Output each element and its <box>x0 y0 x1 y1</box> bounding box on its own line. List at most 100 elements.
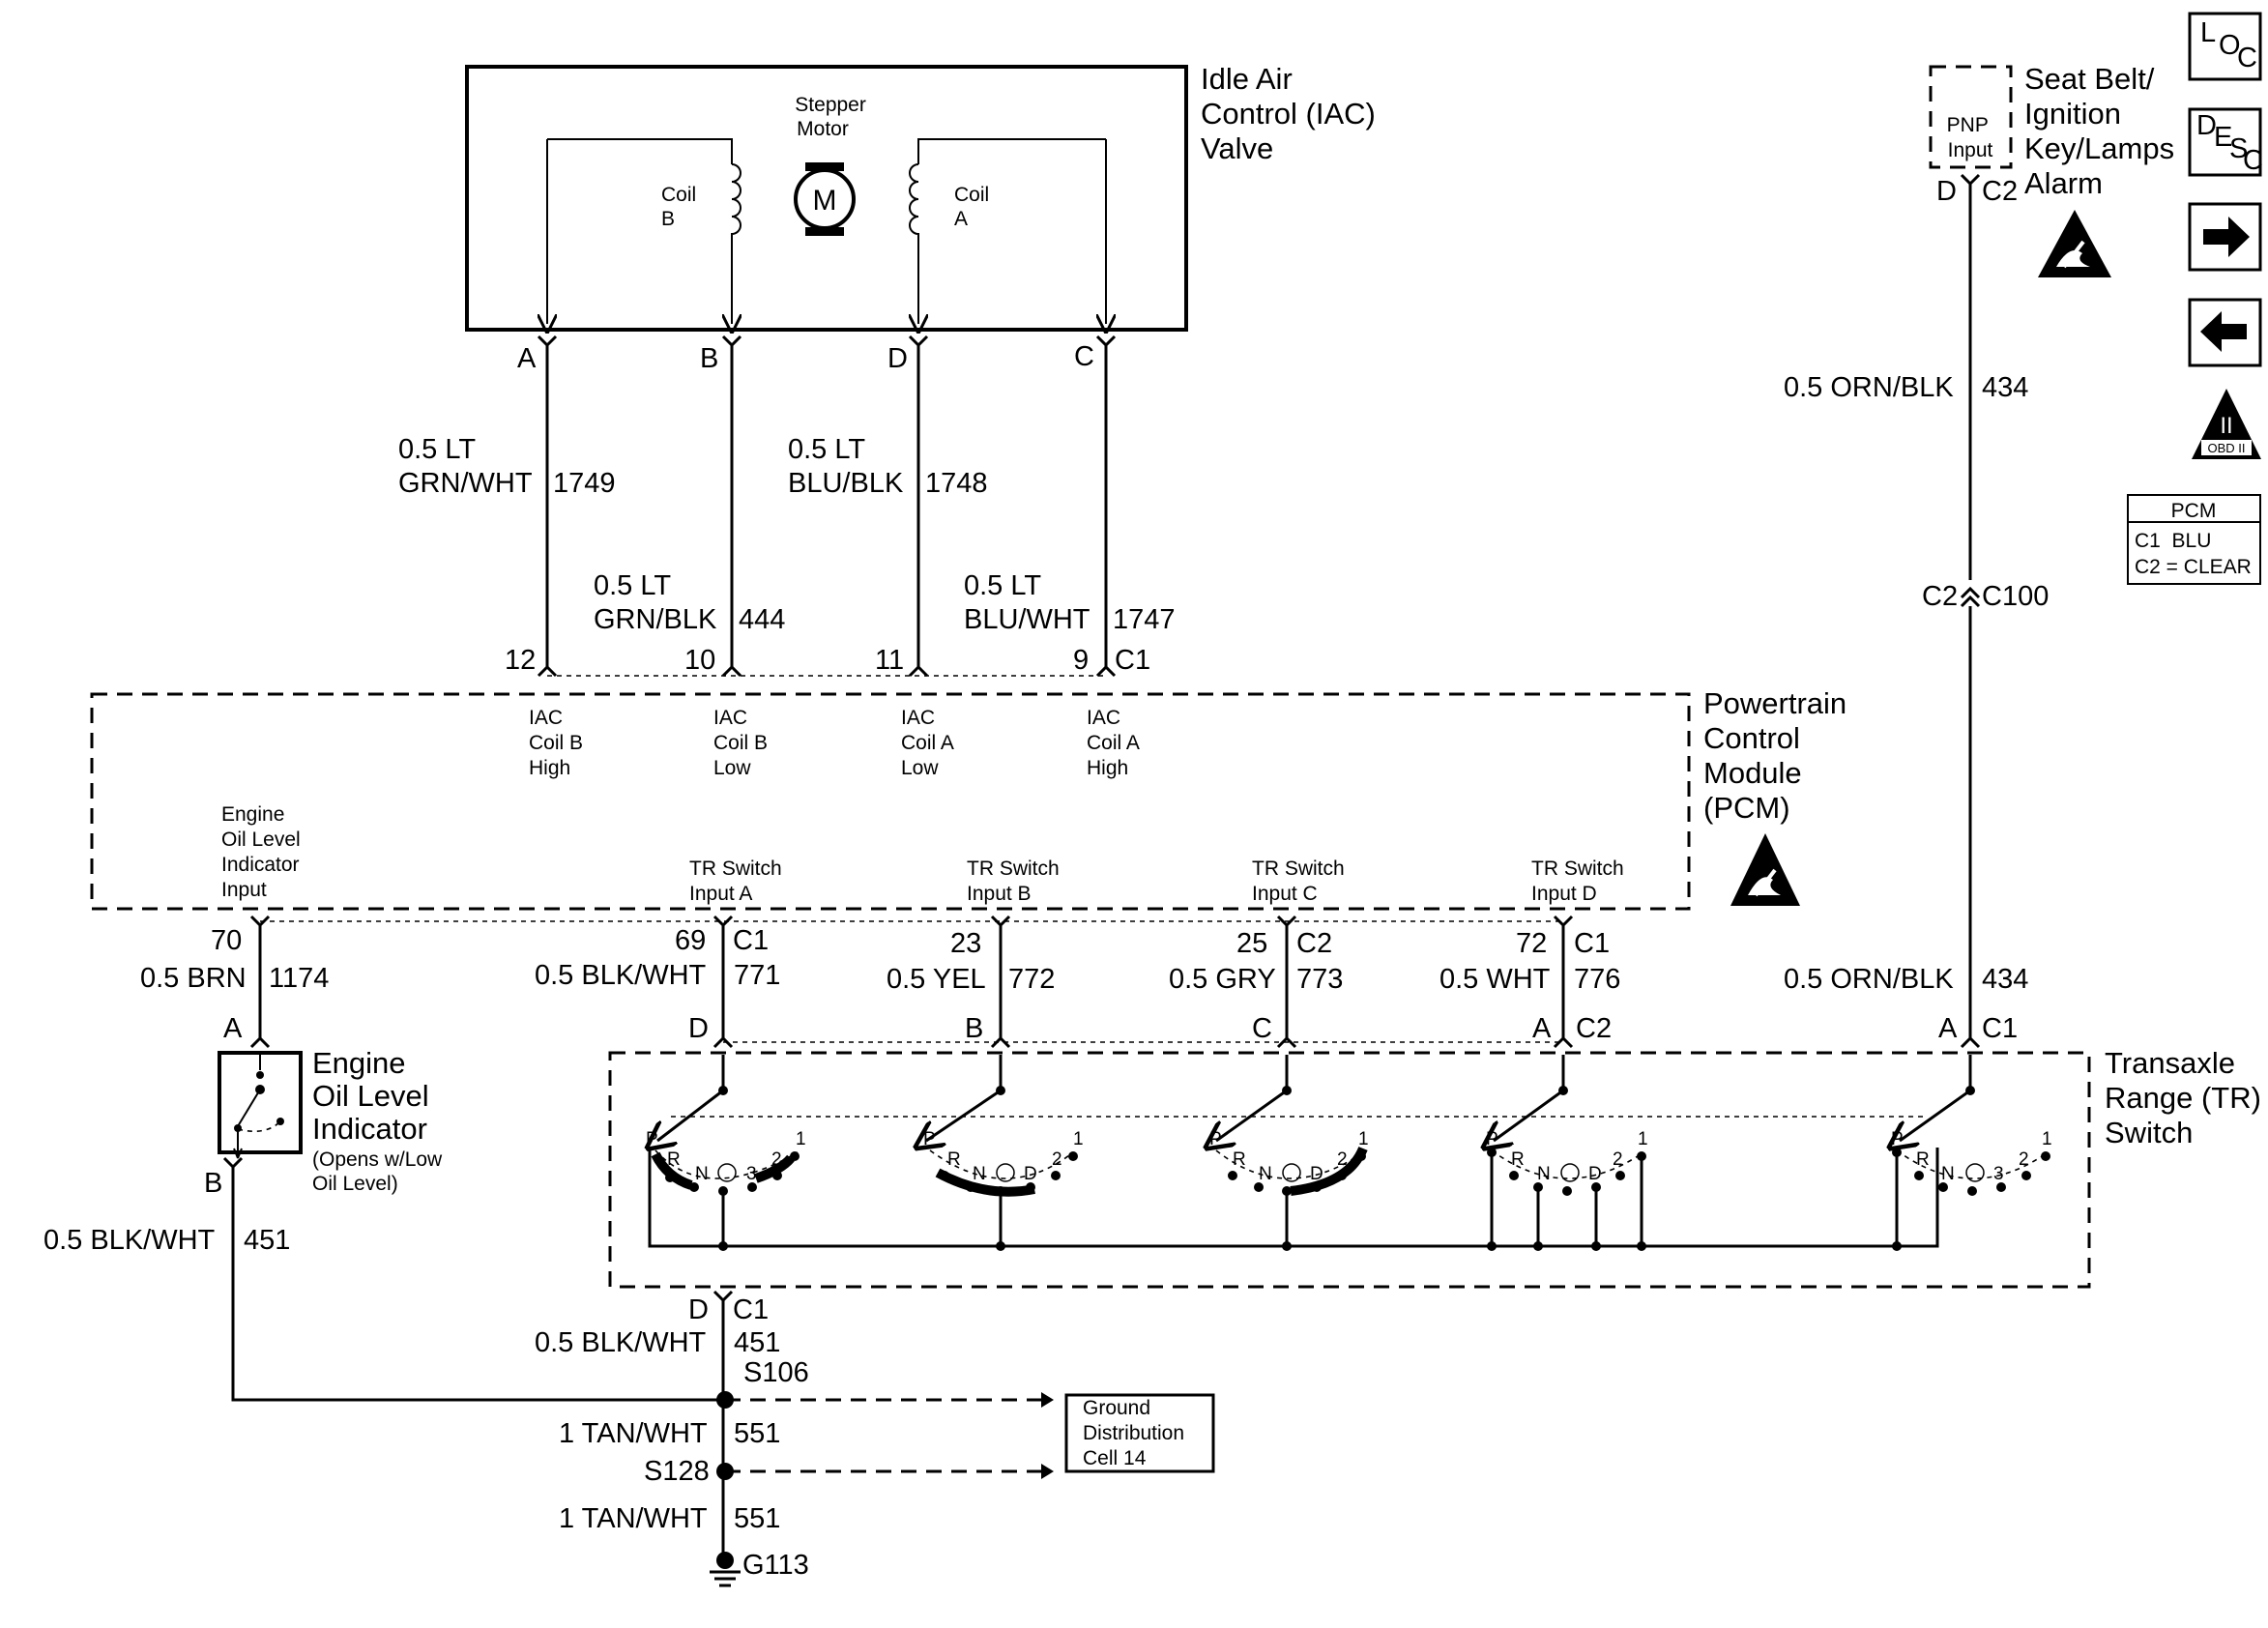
pcm-conn-25: C2 <box>1296 928 1332 959</box>
svg-text:N: N <box>695 1164 709 1184</box>
iac-valve: Idle Air Control (IAC) Valve Stepper Mot… <box>465 62 1376 374</box>
svg-text:2: 2 <box>771 1149 782 1170</box>
stepper-motor-label: Stepper Motor <box>795 94 871 140</box>
coil-b-label: Coil B <box>661 184 702 230</box>
esd-warning-icon <box>2038 210 2111 277</box>
wire-551-circuit-2: 551 <box>734 1503 780 1534</box>
pcm-pin-12: 12 <box>505 645 536 676</box>
svg-text:2: 2 <box>1337 1149 1348 1170</box>
splice-s128: S128 <box>644 1456 710 1487</box>
ground-icon <box>710 1552 741 1587</box>
pcm-title: Powertrain Control Module (PCM) <box>1703 686 1855 825</box>
wire-776-color: 0.5 WHT <box>1439 964 1551 995</box>
svg-text:O: O <box>2219 30 2241 61</box>
arrow-right-icon <box>2203 217 2250 257</box>
wire-1749-color: 0.5 LT GRN/WHT <box>398 434 533 499</box>
svg-text:P: P <box>646 1129 658 1149</box>
wire-434-color-lower: 0.5 ORN/BLK <box>1784 964 1954 995</box>
inline-c2: C2 <box>1922 581 1958 612</box>
svg-text:P: P <box>1209 1129 1222 1149</box>
svg-text:D: D <box>2196 110 2217 141</box>
iac-pin-b: B <box>700 343 718 374</box>
wire-451-circuit-oil: 451 <box>244 1225 290 1256</box>
pcm-function-iac-a-high: IAC Coil A High <box>1087 707 1145 779</box>
svg-text:1: 1 <box>1638 1129 1648 1149</box>
ground-path: 0.5 BLK/WHT 451 S106 1 TAN/WHT 551 S128 … <box>535 1290 1215 1587</box>
prev-page-button[interactable] <box>2188 298 2262 367</box>
splice-s106: S106 <box>743 1357 809 1388</box>
wire-434-color-upper: 0.5 ORN/BLK <box>1784 372 1954 403</box>
pnp-conn-c2: C2 <box>1982 176 2018 207</box>
wire-551-color-1: 1 TAN/WHT <box>559 1418 708 1449</box>
svg-text:OBD II: OBD II <box>2207 441 2245 455</box>
tr-pin-d: D <box>688 1013 709 1044</box>
wire-771-color: 0.5 BLK/WHT <box>535 960 707 991</box>
ground-distribution-label: Ground Distribution Cell 14 <box>1083 1397 1190 1469</box>
wire-773-circuit: 773 <box>1296 964 1343 995</box>
tr-section-2: P R N D 2 1 <box>923 1055 1084 1251</box>
pcm-function-tr-c: TR Switch Input C <box>1252 858 1351 905</box>
svg-text:1: 1 <box>1358 1129 1369 1149</box>
wire-1748-color: 0.5 LT BLU/BLK <box>788 434 904 499</box>
svg-text:C: C <box>2237 43 2257 73</box>
pcm-pin-10: 10 <box>684 645 715 676</box>
svg-text:S: S <box>2229 133 2248 164</box>
svg-text:D: D <box>1588 1164 1602 1184</box>
wire-444-color: 0.5 LT GRN/BLK <box>594 570 717 635</box>
svg-text:R: R <box>947 1149 961 1170</box>
svg-text:L: L <box>2200 17 2216 48</box>
svg-text:R: R <box>1233 1149 1246 1170</box>
pnp-circuit: PNP Input D C2 Seat Belt/ Ignition Key/L… <box>1784 62 2183 1049</box>
wire-772-circuit: 772 <box>1008 964 1055 995</box>
wire-1174-circuit: 1174 <box>269 963 329 994</box>
pcm-output-wires: 70 0.5 BRN 1174 A 69 C1 0.5 BLK/WHT 771 … <box>140 915 1620 1049</box>
svg-text:R: R <box>1511 1149 1525 1170</box>
next-page-button[interactable] <box>2188 202 2262 272</box>
arrow-left-icon <box>2200 311 2247 352</box>
svg-text:N: N <box>1259 1164 1272 1184</box>
oil-indicator-note: (Opens w/Low Oil Level) <box>312 1148 448 1195</box>
wire-772-color: 0.5 YEL <box>887 964 986 995</box>
svg-text:E: E <box>2214 122 2232 153</box>
pcm-pin-72: 72 <box>1516 928 1547 959</box>
wire-1174-color: 0.5 BRN <box>140 963 247 994</box>
loc-button[interactable]: L O C <box>2188 12 2262 81</box>
ground-g113: G113 <box>742 1550 809 1581</box>
wire-451-color-oil: 0.5 BLK/WHT <box>44 1225 216 1256</box>
tr-section-5: P R N 3 2 1 <box>1891 1055 2052 1251</box>
tr-pin-b: B <box>965 1013 983 1044</box>
iac-pin-d: D <box>887 343 908 374</box>
svg-text:C: C <box>2243 145 2263 176</box>
svg-text:2: 2 <box>1613 1149 1623 1170</box>
svg-text:II: II <box>2220 413 2232 439</box>
legend-row-c1: C1 BLU <box>2135 530 2211 552</box>
svg-text:P: P <box>923 1129 936 1149</box>
tr-section-1: P R N 3 2 1 <box>646 1055 806 1251</box>
tr-pin-c: C <box>1252 1013 1272 1044</box>
wire-1747-color: 0.5 LT BLU/WHT <box>964 570 1090 635</box>
seat-belt-alarm-title: Seat Belt/ Ignition Key/Lamps Alarm <box>2024 62 2183 200</box>
inline-c100: C100 <box>1982 581 2049 612</box>
pcm-function-oil-level: Engine Oil Level Indicator Input <box>221 803 306 901</box>
tr-conn-c1: C1 <box>1982 1013 2018 1044</box>
legend-row-c2: C2 = CLEAR <box>2135 556 2252 578</box>
pcm-function-iac-b-low: IAC Coil B Low <box>713 707 773 779</box>
pcm-connector-legend: PCM C1 BLU C2 = CLEAR <box>2127 494 2261 585</box>
coil-b-icon <box>731 163 741 236</box>
wire-434-circuit-upper: 434 <box>1982 372 2028 403</box>
svg-text:P: P <box>1486 1129 1498 1149</box>
wire-451-color-tr: 0.5 BLK/WHT <box>535 1327 707 1358</box>
pcm-function-iac-a-low: IAC Coil A Low <box>901 707 959 779</box>
svg-text:N: N <box>1537 1164 1551 1184</box>
pcm-function-iac-b-high: IAC Coil B High <box>529 707 589 779</box>
obd-ii-button[interactable]: II OBD II <box>2192 389 2261 459</box>
tr-conn-c2: C2 <box>1576 1013 1612 1044</box>
iac-wires: 0.5 LT GRN/WHT 1749 0.5 LT GRN/BLK 444 0… <box>398 334 1176 678</box>
tr-bottom-pin: D <box>688 1294 709 1325</box>
coil-a-icon <box>909 163 919 236</box>
ground-distribution-box[interactable] <box>1064 1393 1215 1473</box>
desc-button[interactable]: D E S C <box>2188 107 2263 177</box>
tr-section-3: P R N D 2 1 <box>1209 1055 1369 1251</box>
svg-text:M: M <box>813 185 837 217</box>
pcm-function-tr-b: TR Switch Input B <box>967 858 1065 905</box>
